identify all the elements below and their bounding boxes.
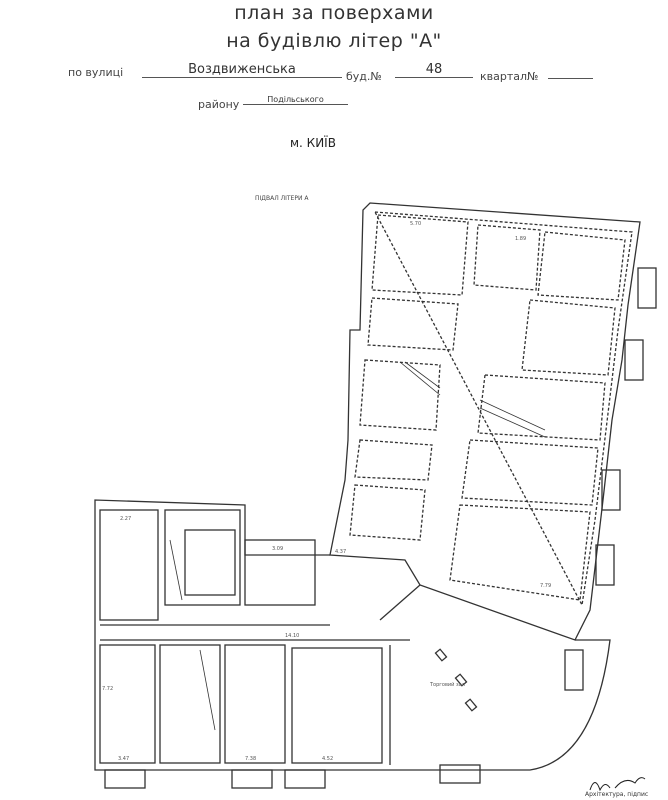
dimension-label: 7.72 — [102, 686, 113, 692]
title-line-2: на будівлю літер "А" — [226, 30, 442, 52]
room — [473, 224, 541, 291]
room — [291, 647, 383, 764]
street-value: Воздвиженська — [142, 62, 342, 78]
hall-label: Торговий зал — [429, 681, 465, 688]
hall-wall — [379, 584, 421, 621]
room — [367, 297, 459, 351]
title-line-1: план за поверхами — [234, 2, 434, 24]
upper-wing-inner-wall — [373, 211, 633, 608]
dimension-label: 3.09 — [272, 546, 283, 552]
room — [164, 509, 241, 606]
dimension-label: 2.27 — [120, 516, 131, 522]
room — [224, 644, 286, 764]
district-value: Подільського — [243, 95, 348, 105]
window-bays — [104, 267, 657, 789]
dimension-label: 7.38 — [245, 756, 256, 762]
room — [359, 359, 441, 431]
room — [537, 231, 626, 301]
room — [159, 644, 221, 764]
room — [461, 439, 599, 506]
dimension-label: 4.52 — [322, 756, 333, 762]
lower-block-outer-wall — [94, 499, 420, 771]
staircase — [169, 361, 546, 731]
dimension-label: 5.70 — [410, 221, 421, 227]
building-label: буд.№ — [346, 70, 382, 83]
hall-columns — [434, 648, 478, 712]
room — [244, 539, 316, 606]
room — [521, 299, 616, 376]
room — [99, 509, 159, 621]
room — [477, 374, 606, 441]
building-value: 48 — [395, 62, 473, 78]
dimension-label: 7.79 — [540, 583, 551, 589]
dimension-label: 1.89 — [515, 236, 526, 242]
signature-mark — [589, 777, 646, 792]
quarter-value — [548, 62, 593, 79]
dimension-label: 3.47 — [118, 756, 129, 762]
room — [354, 439, 433, 481]
dimension-label: 14.10 — [285, 633, 299, 639]
dimension-label: 4.37 — [335, 549, 346, 555]
street-label: по вулиці — [68, 66, 124, 79]
signature-caption: Архітектура, підпис — [585, 791, 649, 798]
curved-corner-wall — [420, 639, 611, 771]
floor-label: ПІДВАЛ ЛІТЕРИ А — [255, 195, 309, 202]
room — [371, 214, 469, 296]
quarter-label: квартал№ — [480, 70, 539, 83]
room — [99, 644, 156, 764]
district-label: району — [198, 98, 240, 111]
room — [184, 529, 236, 596]
city: м. КИЇВ — [290, 136, 336, 150]
room — [449, 504, 591, 601]
room — [349, 484, 426, 541]
